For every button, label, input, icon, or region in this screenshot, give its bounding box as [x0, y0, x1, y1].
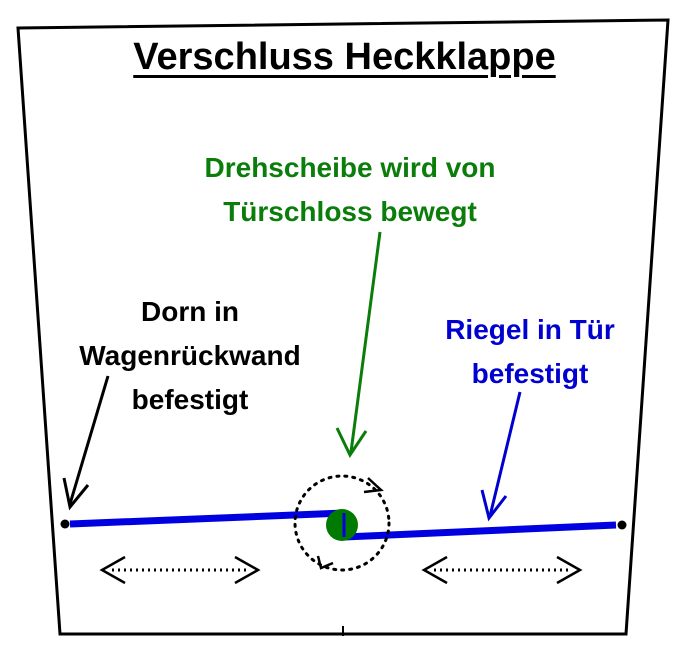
turntable-label-line: Türschloss bewegt	[223, 196, 477, 227]
bolt-label-line: Riegel in Tür	[445, 314, 615, 345]
pin-pointer-arrow	[62, 375, 110, 511]
pin-label-line: Dorn in	[141, 296, 239, 327]
pin-slide-arrow	[99, 555, 261, 585]
bolt-pointer-arrow	[480, 391, 522, 522]
turntable-disc	[326, 509, 358, 541]
pin-bar	[69, 509, 345, 528]
rotation-arrowhead-top	[363, 477, 384, 494]
bolt-label-line: befestigt	[471, 358, 589, 389]
turntable-label: Drehscheibe wird von Türschloss bewegt	[175, 146, 525, 234]
bolt-label: Riegel in Tür befestigt	[395, 308, 665, 396]
bolt-anchor-point	[617, 520, 627, 530]
turntable-pointer-arrow	[335, 231, 382, 459]
turntable-label-line: Drehscheibe wird von	[204, 152, 496, 183]
turntable-rotation-path	[293, 474, 391, 572]
bolt-bar	[343, 521, 617, 541]
pin-label-line: Wagenrückwand	[79, 340, 301, 371]
pin-anchor-point	[60, 519, 70, 529]
tailgate-outline	[16, 18, 670, 636]
bolt-slide-arrow	[421, 555, 583, 585]
diagram-title: Verschluss Heckklappe	[133, 36, 556, 78]
rotation-arrowhead-bottom	[316, 555, 334, 570]
pin-label: Dorn in Wagenrückwand befestigt	[50, 290, 330, 422]
pin-label-line: befestigt	[131, 384, 249, 415]
